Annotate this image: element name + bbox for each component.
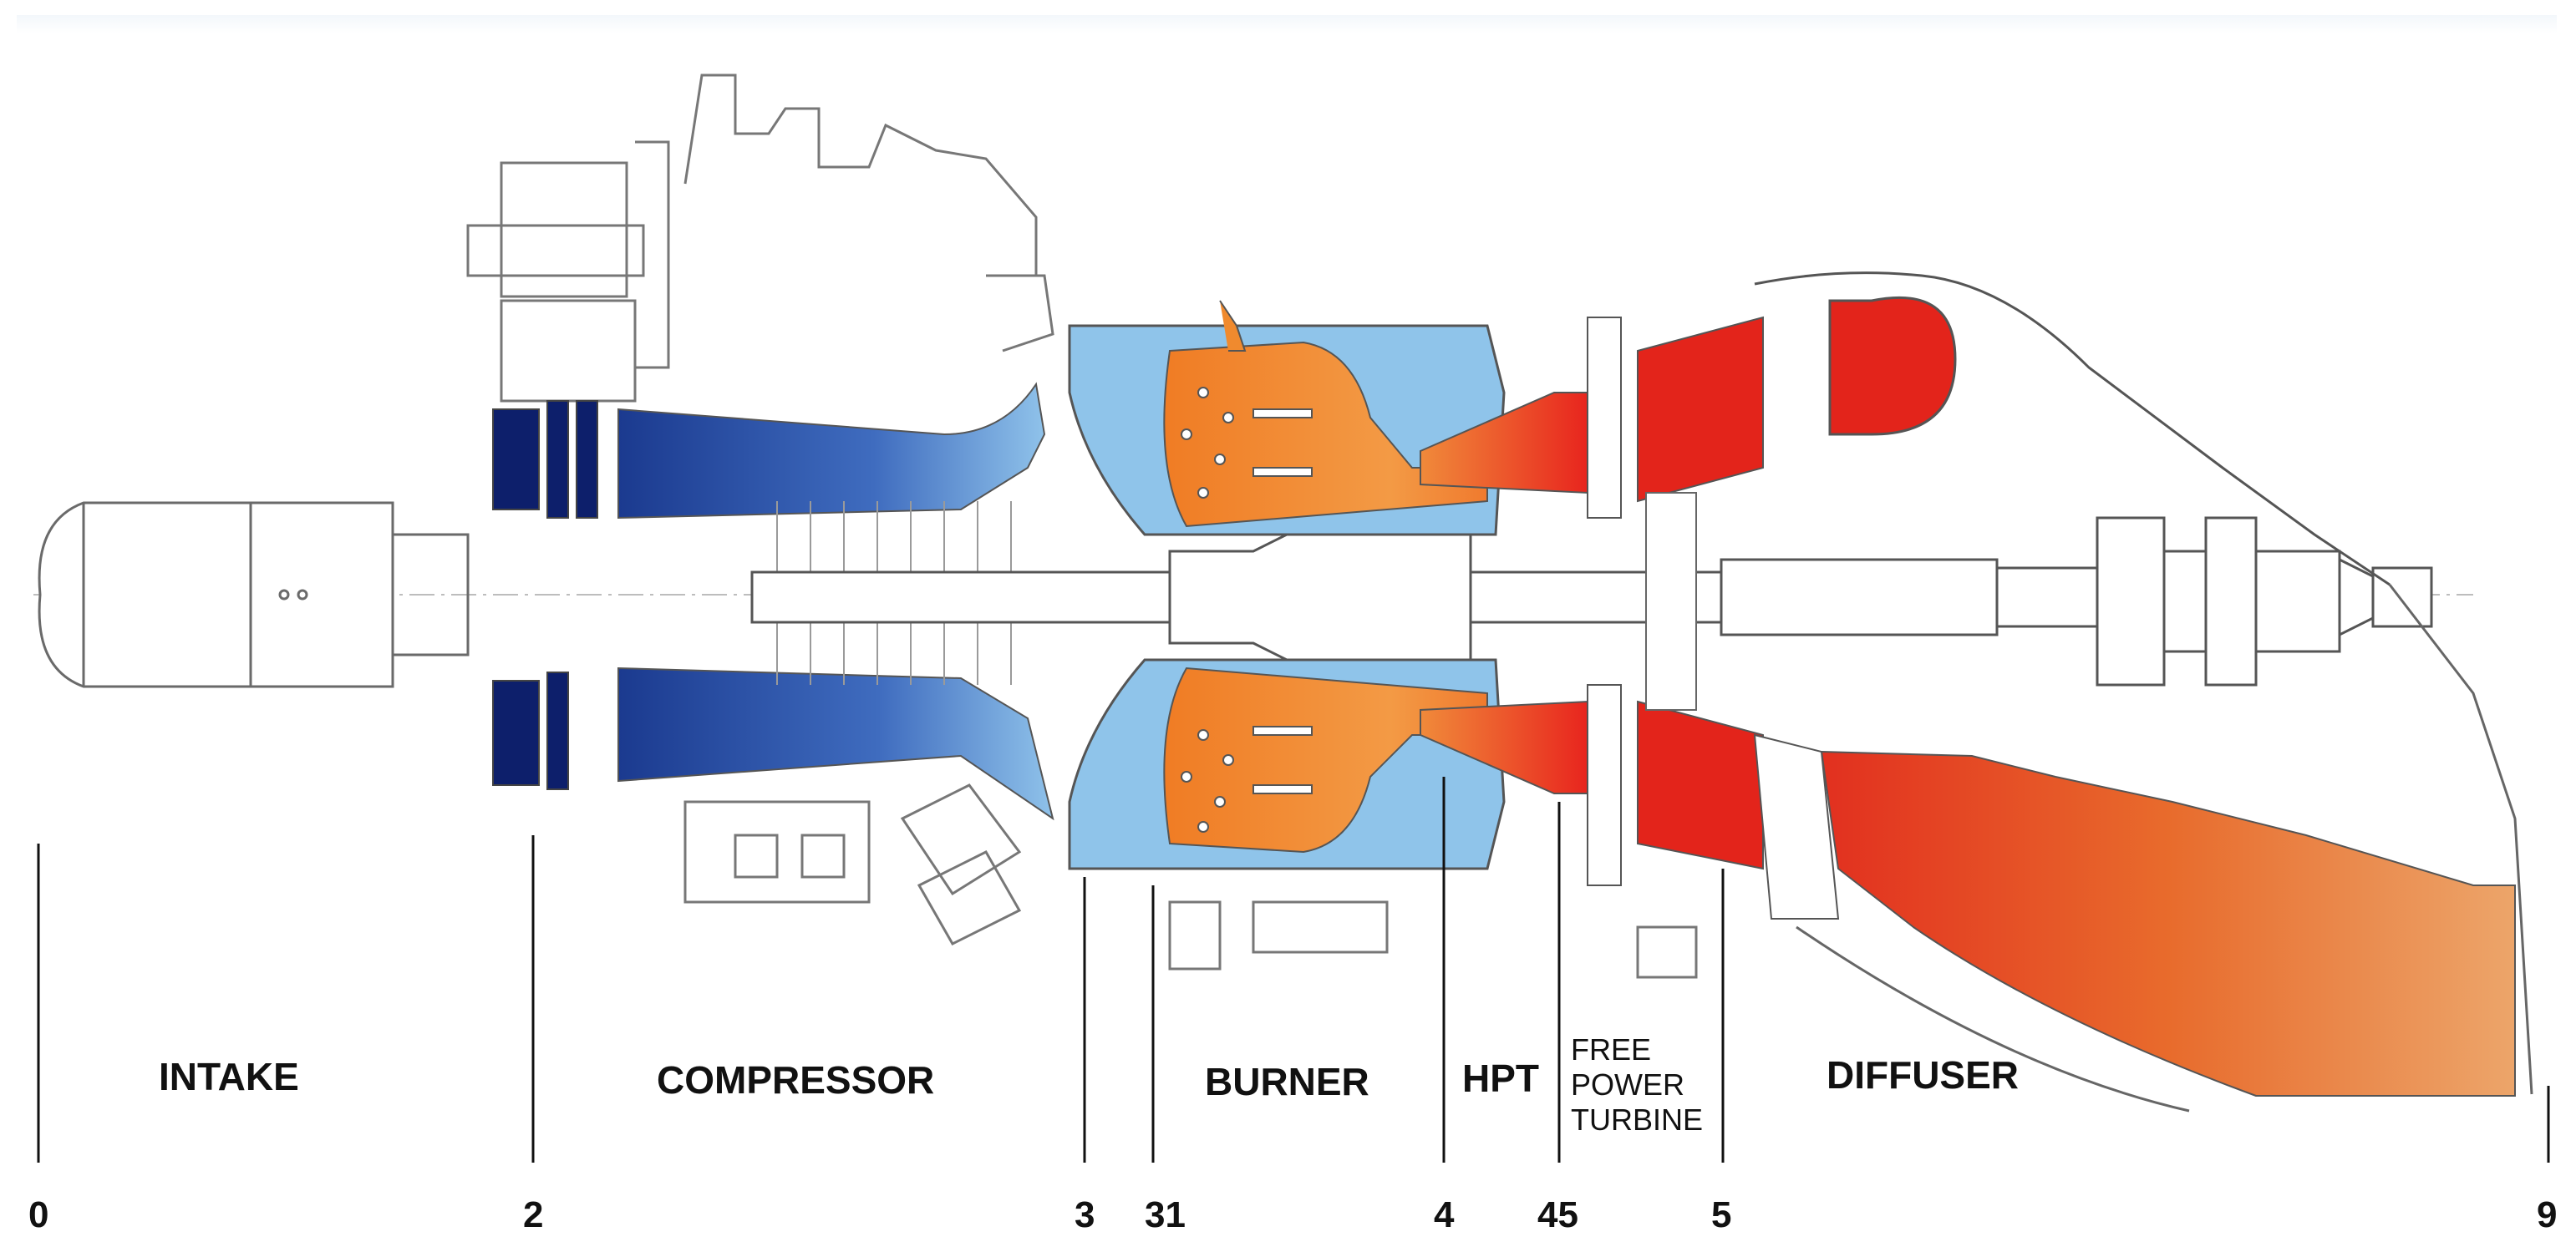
intake-housing [38,501,470,688]
section-label-intake: INTAKE [159,1055,299,1098]
station-lines [37,777,2550,1163]
fpt-line-1: FREE [1571,1032,1652,1067]
section-label-diffuser: DIFFUSER [1827,1053,2019,1097]
diffuser-duct [1753,733,2516,1097]
lower-accessories [683,783,1698,979]
station-number-3: 3 [1075,1194,1095,1235]
accessory-gearbox [466,74,1054,403]
top-band [17,15,2557,33]
fpt-line-2: POWER [1571,1067,1685,1102]
fpt-line-3: TURBINE [1571,1103,1704,1137]
section-label-free-power-turbine: FREE POWER TURBINE [1571,1032,1703,1138]
exhaust-scroll [1754,271,2391,586]
station-number-4: 4 [1434,1194,1455,1235]
section-label-hpt: HPT [1462,1057,1539,1100]
station-number-2: 2 [523,1194,544,1235]
exhaust-casing [1796,584,2533,1113]
section-label-compressor: COMPRESSOR [657,1058,935,1102]
station-number-31: 31 [1145,1194,1186,1235]
section-label-burner: BURNER [1205,1060,1369,1103]
burner-liner [1163,300,1488,854]
station-number-5: 5 [1711,1194,1732,1235]
station-number-0: 0 [28,1194,49,1235]
inlet-stage [492,400,598,790]
station-number-45: 45 [1537,1194,1578,1235]
main-shaft [750,516,2433,687]
station-number-9: 9 [2537,1194,2558,1235]
power-turbine [1587,316,1764,886]
